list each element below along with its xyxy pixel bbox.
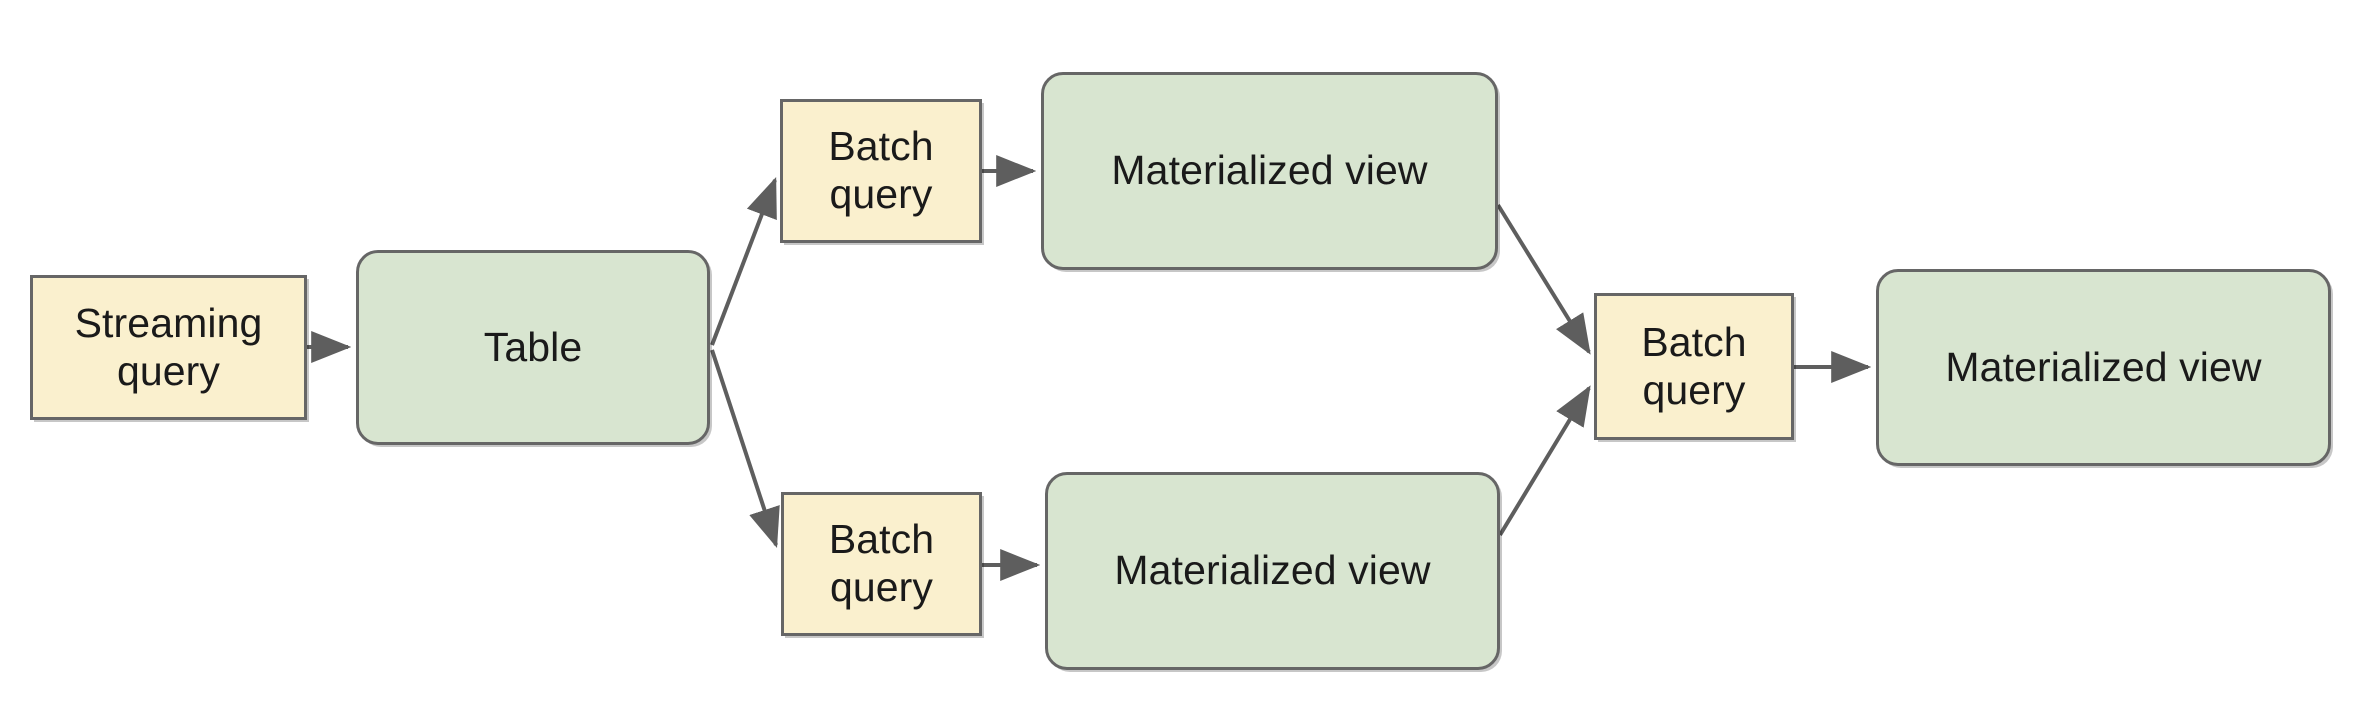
- edge-table-to-batch-query-top: [710, 177, 777, 346]
- node-streaming-query[interactable]: Streaming query: [30, 275, 307, 420]
- node-batch-query-bottom[interactable]: Batch query: [781, 492, 982, 636]
- node-materialized-view-final[interactable]: Materialized view: [1876, 269, 2331, 466]
- edge-materialized-view-top-to-batch-query-merge: [1496, 203, 1591, 355]
- node-materialized-view-bottom-label: Materialized view: [1114, 547, 1431, 594]
- node-batch-query-merge-label: Batch query: [1641, 318, 1747, 413]
- node-batch-query-merge[interactable]: Batch query: [1594, 293, 1794, 440]
- node-materialized-view-top-label: Materialized view: [1111, 147, 1428, 194]
- node-batch-query-bottom-label: Batch query: [828, 516, 935, 610]
- edge-materialized-view-bottom-to-batch-query-merge: [1498, 385, 1591, 537]
- node-streaming-query-label: Streaming query: [74, 299, 263, 394]
- node-batch-query-top[interactable]: Batch query: [780, 99, 982, 243]
- node-table[interactable]: Table: [356, 250, 710, 445]
- node-batch-query-top-label: Batch query: [828, 123, 934, 217]
- node-table-label: Table: [483, 323, 583, 370]
- node-materialized-view-top[interactable]: Materialized view: [1041, 72, 1498, 270]
- node-materialized-view-final-label: Materialized view: [1945, 343, 2262, 390]
- edge-table-to-batch-query-bottom: [710, 349, 780, 549]
- node-materialized-view-bottom[interactable]: Materialized view: [1045, 472, 1500, 670]
